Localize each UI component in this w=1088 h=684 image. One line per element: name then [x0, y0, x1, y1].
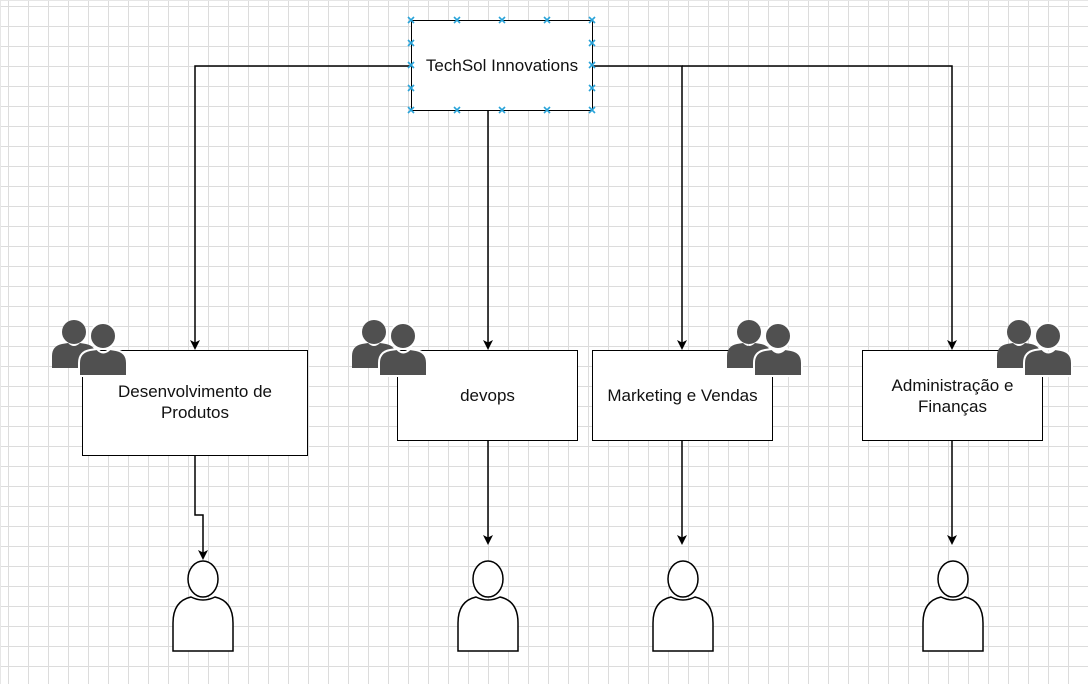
selection-handle[interactable] — [543, 16, 551, 24]
selection-handle[interactable] — [498, 106, 506, 114]
root-node[interactable]: TechSol Innovations — [411, 20, 593, 111]
selection-handle[interactable] — [407, 39, 415, 47]
selection-handle[interactable] — [588, 84, 596, 92]
selection-handle[interactable] — [588, 106, 596, 114]
selection-handle[interactable] — [407, 106, 415, 114]
selection-handle[interactable] — [498, 16, 506, 24]
edge-root-dept-1[interactable] — [190, 65, 411, 350]
selection-handle[interactable] — [407, 61, 415, 69]
selection-handle[interactable] — [453, 106, 461, 114]
selection-handle[interactable] — [543, 106, 551, 114]
selection-handle[interactable] — [588, 16, 596, 24]
edge-root-dept-4[interactable] — [682, 65, 957, 350]
user-icon[interactable] — [922, 560, 984, 652]
root-node-label: TechSol Innovations — [425, 56, 579, 75]
edge-dept-1-person[interactable] — [194, 456, 208, 560]
user-icon[interactable] — [172, 560, 234, 652]
user-icon[interactable] — [652, 560, 714, 652]
department-label: Desenvolvimento de Produtos — [117, 382, 273, 422]
user-icon[interactable] — [457, 560, 519, 652]
department-label: Marketing e Vendas — [607, 386, 758, 405]
department-label: Administração e Finanças — [891, 375, 1014, 416]
selection-handle[interactable] — [588, 39, 596, 47]
selection-handle[interactable] — [407, 84, 415, 92]
department-label: devops — [460, 386, 515, 405]
selection-handle[interactable] — [407, 16, 415, 24]
selection-handle[interactable] — [453, 16, 461, 24]
selection-handle[interactable] — [588, 61, 596, 69]
